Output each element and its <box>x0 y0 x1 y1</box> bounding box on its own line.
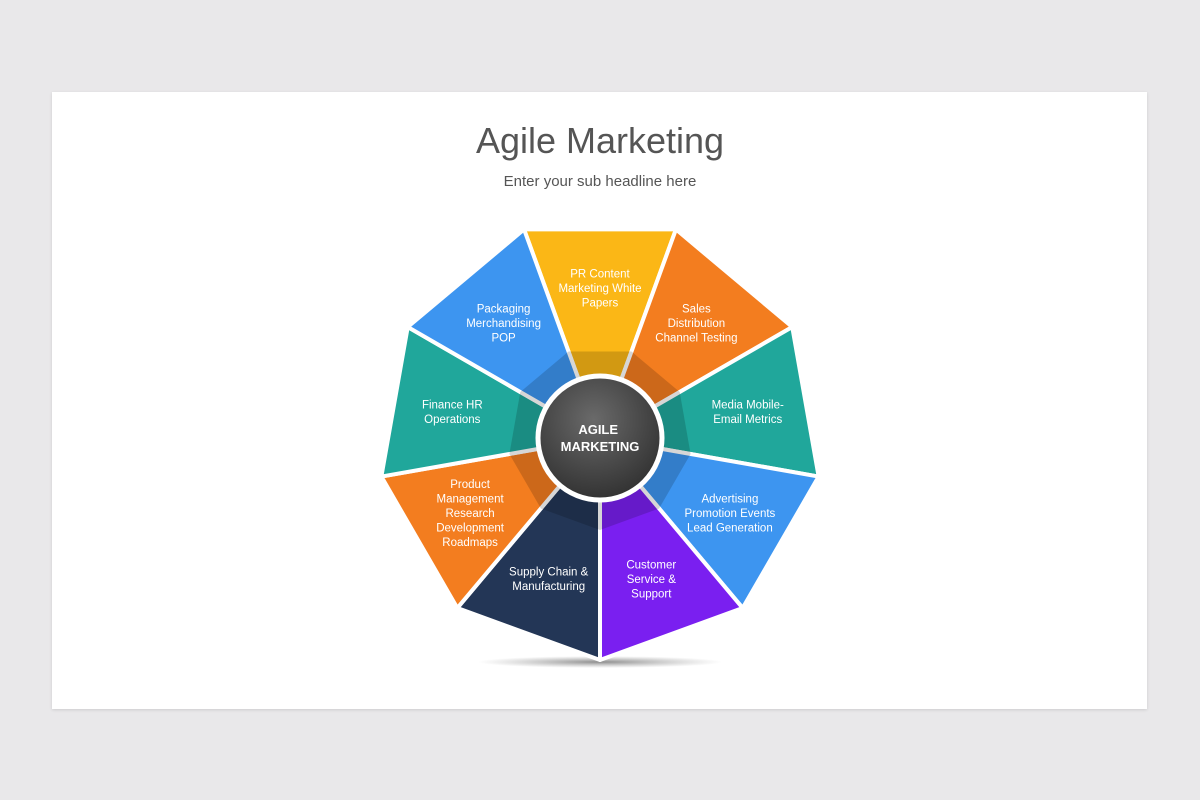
hub-label-line-2: MARKETING <box>561 439 640 454</box>
segment-label-line: Marketing White <box>558 283 641 295</box>
hub-label-line-1: AGILE <box>578 422 618 437</box>
segment-label-line: Advertising <box>701 494 758 506</box>
segment-label-line: Research <box>445 508 494 520</box>
segment-label-line: Merchandising <box>466 318 541 330</box>
segment-label-line: Development <box>436 523 505 535</box>
segment-label-line: Roadmaps <box>442 537 498 549</box>
segment-label-line: Email Metrics <box>713 414 782 426</box>
segment-label-line: Management <box>437 494 505 506</box>
segment-label-line: Distribution <box>668 318 726 330</box>
segment-label-line: Customer <box>626 560 676 572</box>
segment-label-media: Media Mobile- Email Metrics <box>712 400 784 427</box>
segment-label-line: Product <box>450 479 490 491</box>
segment-label-line: Lead Generation <box>687 523 773 535</box>
hub-label: AGILE MARKETING <box>561 422 640 454</box>
segment-label-line: Sales <box>682 304 711 316</box>
segment-label-line: Channel Testing <box>655 333 737 345</box>
segment-packaging[interactable] <box>405 227 602 440</box>
segment-label-supply-chain: Supply Chain & Manufacturing <box>509 567 589 594</box>
segment-label-line: Finance HR <box>422 400 483 412</box>
segment-label-line: Papers <box>582 298 619 310</box>
segment-label-finance: Finance HR Operations <box>422 400 483 427</box>
segment-label-line: Media Mobile- <box>712 400 784 412</box>
segment-label-line: Operations <box>424 414 481 426</box>
slide-subtitle: Enter your sub headline here <box>503 173 697 190</box>
slide-title: Agile Marketing <box>475 120 725 161</box>
segment-label-line: Support <box>631 589 672 601</box>
segment-label-line: Manufacturing <box>512 581 585 593</box>
segment-label-line: Service & <box>627 574 677 586</box>
segment-label-line: PR Content <box>570 269 630 281</box>
segment-label-line: Promotion Events <box>685 508 776 520</box>
segment-label-line: Packaging <box>477 304 531 316</box>
segment-label-line: POP <box>491 333 516 345</box>
hub-circle[interactable] <box>535 373 665 503</box>
segment-label-line: Supply Chain & <box>509 567 589 579</box>
